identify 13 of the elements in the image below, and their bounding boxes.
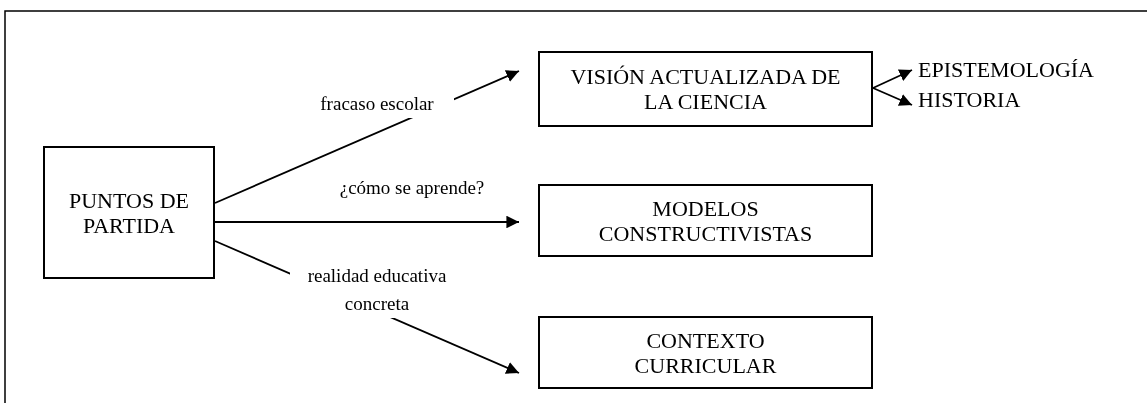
concept-box <box>538 51 873 127</box>
concept-box <box>538 184 873 257</box>
arrow <box>872 69 913 89</box>
box-text: VISIÓN ACTUALIZADA DE LA CIENCIA <box>569 64 842 114</box>
box-text: CONTEXTO CURRICULAR <box>633 327 778 378</box>
box-text: MODELOS CONSTRUCTIVISTAS <box>597 195 814 246</box>
concept-box <box>538 316 873 389</box>
topic-text: HISTORIA <box>918 86 1021 112</box>
arrow <box>214 215 520 229</box>
concept-box <box>43 146 215 279</box>
box-text: PUNTOS DE PARTIDA <box>68 187 190 238</box>
arrow <box>872 87 913 106</box>
topic-text: EPISTEMOLOGÍA <box>918 56 1094 82</box>
